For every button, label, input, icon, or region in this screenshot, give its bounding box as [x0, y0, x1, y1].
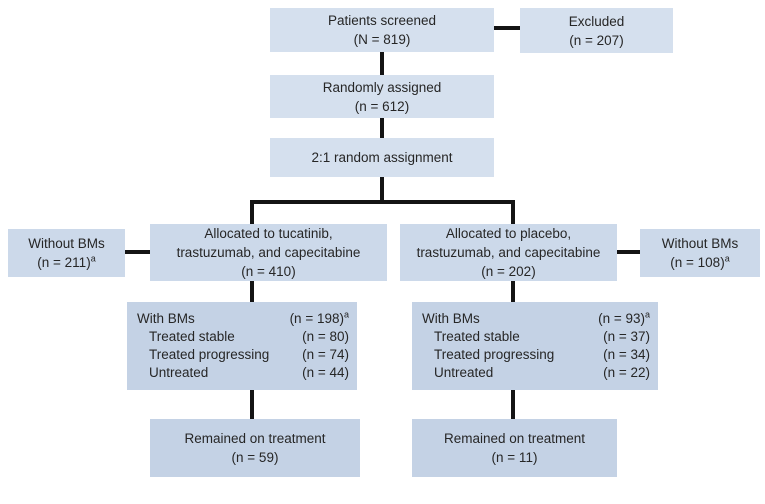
excluded-label: Excluded — [568, 13, 625, 29]
connector-tucatinib-to-without-bms — [124, 250, 150, 254]
connector-with-bms-to-remained-left — [250, 390, 254, 419]
footnote-marker: a — [90, 253, 96, 264]
without-bms-left-label: Without BMs — [28, 236, 105, 251]
connector-placebo-to-without-bms — [617, 250, 640, 254]
patients-screened-count: (N = 819) — [353, 32, 411, 47]
randomly-assigned-label: Randomly assigned — [322, 79, 442, 95]
remained-right-label: Remained on treatment — [443, 431, 586, 446]
allocated-tucatinib-count: (n = 410) — [241, 264, 296, 279]
allocated-tucatinib-line2: trastuzumab, and capecitabine — [176, 245, 361, 260]
with-bms-left-row-untreated: Untreated (n = 44) — [149, 365, 349, 380]
remained-right-count: (n = 11) — [491, 450, 538, 465]
remained-left-count: (n = 59) — [231, 450, 279, 465]
remained-on-treatment-left-box: Remained on treatment (n = 59) — [150, 419, 360, 477]
random-assignment-ratio-label: 2:1 random assignment — [311, 150, 453, 165]
allocated-placebo-box: Allocated to placebo, trastuzumab, and c… — [400, 224, 617, 281]
random-assignment-ratio-box: 2:1 random assignment — [270, 138, 494, 177]
without-bms-right-count: (n = 108)a — [670, 253, 730, 270]
without-bms-left-count: (n = 211)a — [37, 253, 96, 270]
remained-on-treatment-right-box: Remained on treatment (n = 11) — [412, 419, 617, 477]
allocated-placebo-line1: Allocated to placebo, — [445, 226, 572, 241]
remained-left-label: Remained on treatment — [184, 431, 326, 446]
with-bms-right-row-treated-stable: Treated stable (n = 37) — [434, 329, 650, 344]
with-bms-right-row-treated-progressing: Treated progressing (n = 34) — [434, 347, 650, 362]
excluded-box: Excluded (n = 207) — [520, 8, 673, 53]
without-bms-right-box: Without BMs (n = 108)a — [640, 229, 760, 277]
allocated-placebo-line2: trastuzumab, and capecitabine — [416, 245, 601, 260]
with-bms-left-row-header: With BMs (n = 198)a — [137, 309, 349, 326]
footnote-marker: a — [343, 309, 349, 320]
with-bms-right-row-header: With BMs (n = 93)a — [422, 309, 650, 326]
connector-with-bms-to-remained-right — [511, 390, 515, 419]
connector-randomized-to-ratio — [380, 118, 384, 138]
without-bms-left-box: Without BMs (n = 211)a — [8, 229, 125, 277]
patients-screened-box: Patients screened (N = 819) — [270, 8, 494, 52]
connector-branch-horizontal — [250, 200, 515, 204]
connector-screened-to-randomized — [380, 52, 384, 75]
with-bms-left-row-treated-progressing: Treated progressing (n = 74) — [149, 347, 349, 362]
with-bms-left-box: With BMs (n = 198)a Treated stable (n = … — [127, 302, 357, 390]
connector-branch-to-tucatinib — [250, 200, 254, 224]
without-bms-right-label: Without BMs — [661, 236, 739, 251]
randomly-assigned-box: Randomly assigned (n = 612) — [270, 75, 494, 118]
footnote-marker: a — [644, 309, 650, 320]
connector-ratio-to-branch — [380, 177, 384, 204]
footnote-marker: a — [724, 253, 730, 264]
allocated-tucatinib-box: Allocated to tucatinib, trastuzumab, and… — [150, 224, 387, 281]
randomly-assigned-count: (n = 612) — [354, 98, 410, 114]
connector-placebo-to-with-bms — [511, 281, 515, 302]
connector-screened-to-excluded — [494, 26, 520, 30]
allocated-placebo-count: (n = 202) — [481, 264, 536, 279]
patients-screened-label: Patients screened — [327, 13, 437, 28]
with-bms-left-row-treated-stable: Treated stable (n = 80) — [149, 329, 349, 344]
connector-tucatinib-to-with-bms — [250, 281, 254, 302]
excluded-count: (n = 207) — [569, 32, 624, 48]
connector-branch-to-placebo — [511, 200, 515, 224]
with-bms-right-row-untreated: Untreated (n = 22) — [434, 365, 650, 380]
allocated-tucatinib-line1: Allocated to tucatinib, — [204, 226, 333, 241]
with-bms-right-box: With BMs (n = 93)a Treated stable (n = 3… — [412, 302, 658, 390]
